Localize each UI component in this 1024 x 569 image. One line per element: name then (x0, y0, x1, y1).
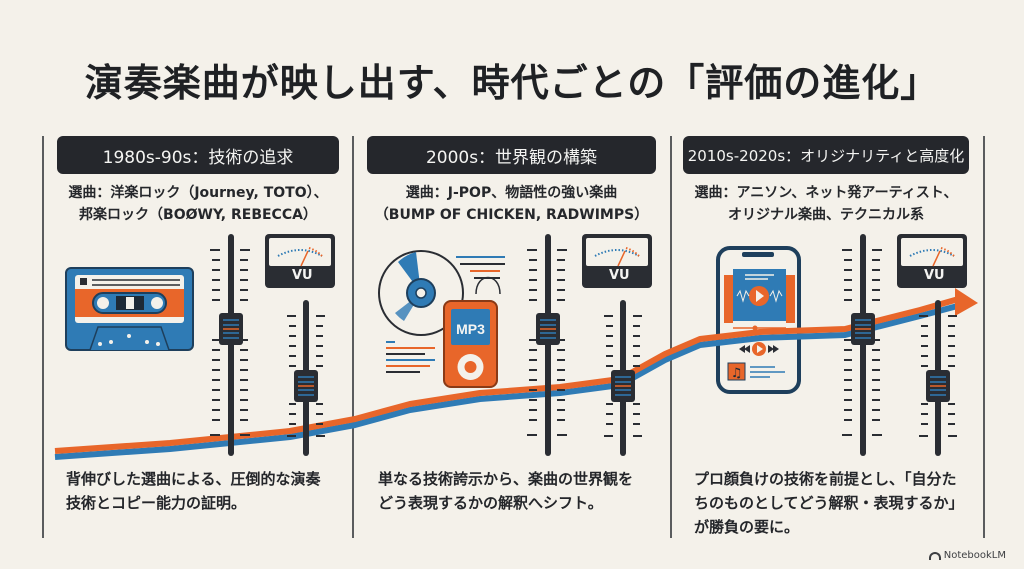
songs-line: オリジナル楽曲、テクニカル系 (728, 207, 924, 223)
songs-line: （BUMP OF CHICKEN, RADWIMPS） (374, 207, 649, 223)
panel-divider (670, 136, 672, 538)
songs-line: 選曲：アニソン、ネット発アーティスト、 (694, 185, 958, 201)
desc-line: 技術とコピー能力の証明。 (66, 494, 247, 512)
panel-divider (983, 136, 985, 538)
desc-line: が勝負の要に。 (694, 518, 800, 536)
era-desc-2010s: プロ顔負けの技術を前提とし、「自分た ちのものとしてどう解釈・表現するか」 が勝… (694, 467, 964, 539)
desc-line: 単なる技術誇示から、楽曲の世界観を (378, 470, 634, 488)
vu-meter-icon (265, 234, 335, 288)
vu-label: VU (292, 268, 313, 283)
era-songs-1980s: 選曲：洋楽ロック（Journey, TOTO）、 邦楽ロック（BOØWY, RE… (57, 182, 339, 226)
songs-line: 選曲：洋楽ロック（Journey, TOTO）、 (68, 185, 328, 201)
notebooklm-logo-icon (928, 551, 941, 560)
smartphone-music-app-icon: ♫ (716, 246, 801, 394)
page-title: 演奏楽曲が映し出す、時代ごとの「評価の進化」 (84, 61, 940, 105)
songs-line: 選曲：J-POP、物語性の強い楽曲 (405, 185, 618, 201)
songs-line: 邦楽ロック（BOØWY, REBECCA） (79, 207, 317, 223)
desc-line: どう表現するかの解釈へシフト。 (378, 494, 603, 512)
era-desc-1980s: 背伸びした選曲による、圧倒的な演奏 技術とコピー能力の証明。 (66, 467, 321, 515)
trend-arrow (54, 288, 978, 460)
panel-divider (42, 136, 44, 538)
brand-label: NotebookLM (943, 550, 1006, 561)
desc-line: ちのものとしてどう解釈・表現するか」 (694, 494, 964, 512)
desc-line: プロ顔負けの技術を前提とし、「自分た (694, 470, 957, 488)
mp3-label: MP3 (456, 321, 485, 337)
desc-line: 背伸びした選曲による、圧倒的な演奏 (66, 470, 321, 488)
vu-label: VU (924, 268, 945, 283)
era-desc-2000s: 単なる技術誇示から、楽曲の世界観を どう表現するかの解釈へシフト。 (378, 467, 633, 515)
panel-divider (352, 136, 354, 538)
svg-text:♫: ♫ (731, 366, 743, 381)
era-header-2010s: 2010s-2020s：オリジナリティと高度化 (683, 136, 969, 174)
era-songs-2010s: 選曲：アニソン、ネット発アーティスト、 オリジナル楽曲、テクニカル系 (683, 182, 969, 226)
cd-mp3-player-icon: MP3 (378, 250, 505, 388)
mixer-fader-set (210, 234, 335, 456)
cassette-tape-icon (65, 267, 194, 351)
era-header-2000s: 2000s：世界観の構築 (367, 136, 656, 174)
vu-label: VU (609, 268, 630, 283)
notebooklm-watermark: NotebookLM (928, 550, 1006, 561)
era-songs-2000s: 選曲：J-POP、物語性の強い楽曲 （BUMP OF CHICKEN, RADW… (367, 182, 656, 226)
era-header-1980s: 1980s-90s：技術の追求 (57, 136, 339, 174)
